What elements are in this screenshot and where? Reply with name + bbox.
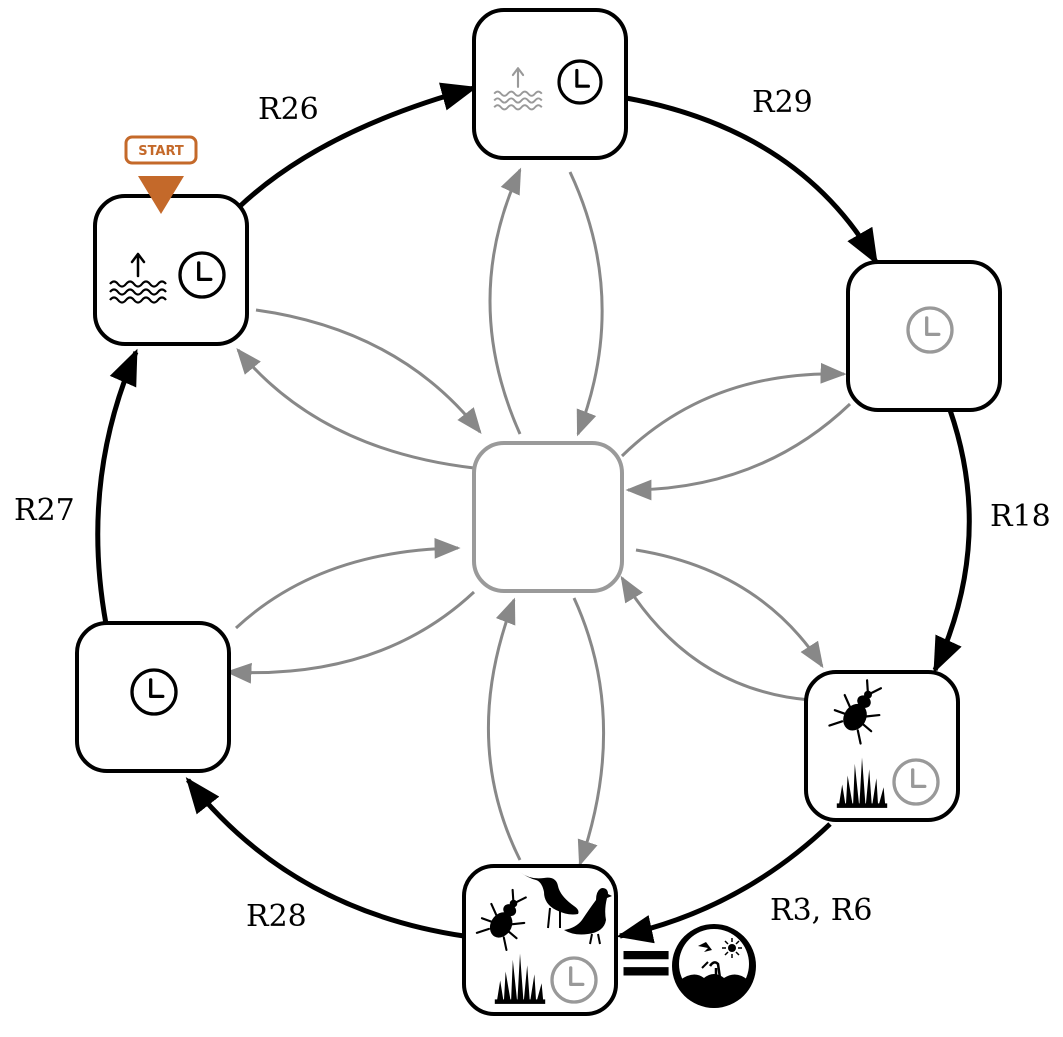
hub-arrows: [225, 167, 852, 867]
hub-arrow: [488, 167, 522, 435]
hub-arrow: [568, 171, 604, 437]
edge-label-r18: R18: [990, 499, 1051, 534]
hub-arrow: [635, 548, 824, 669]
equals-sign: =: [616, 919, 676, 1003]
state-left[interactable]: [75, 621, 231, 773]
state-bottom-box[interactable]: [462, 864, 618, 1016]
bird-habitat-badge-icon: [672, 924, 756, 1008]
start-marker: START: [124, 135, 198, 214]
hub-arrow: [620, 575, 811, 702]
edge-label-r28: R28: [246, 899, 307, 934]
cycle-arrow-r3-r6: [616, 822, 832, 944]
state-center-box[interactable]: [472, 441, 624, 593]
hub-arrow: [625, 402, 852, 501]
edge-label-r27: R27: [14, 493, 75, 528]
start-badge-text: START: [138, 144, 184, 159]
state-right-bottom-box[interactable]: [804, 670, 960, 822]
start-badge: [124, 135, 198, 165]
cycle-arrows: [95, 82, 972, 944]
hub-arrow: [572, 597, 606, 867]
state-right-top-box[interactable]: [846, 260, 1002, 412]
hub-arrow: [236, 347, 475, 470]
cycle-arrow-r18: [932, 409, 972, 674]
cycle-arrow-r26: [236, 82, 478, 210]
state-top-box[interactable]: [472, 8, 628, 160]
state-bottom[interactable]: [462, 864, 618, 1016]
start-pointer-icon: [138, 176, 184, 214]
state-top-left[interactable]: [93, 194, 249, 346]
state-top[interactable]: [472, 8, 628, 160]
hub-arrow: [255, 308, 482, 435]
hub-arrow: [620, 362, 847, 458]
state-right-top[interactable]: [846, 260, 1002, 412]
edge-label-r29: R29: [752, 85, 813, 120]
hub-arrow: [486, 597, 522, 861]
edge-label-r26: R26: [258, 92, 319, 127]
cycle-arrow-r27: [95, 348, 139, 625]
edge-label-r3-r6: R3, R6: [770, 893, 872, 928]
cycle-arrow-r28: [185, 777, 465, 939]
hub-arrow: [234, 537, 461, 630]
state-right-bottom[interactable]: [804, 670, 960, 822]
cycle-arrow-r29: [625, 95, 879, 266]
hub-arrow: [225, 590, 476, 684]
